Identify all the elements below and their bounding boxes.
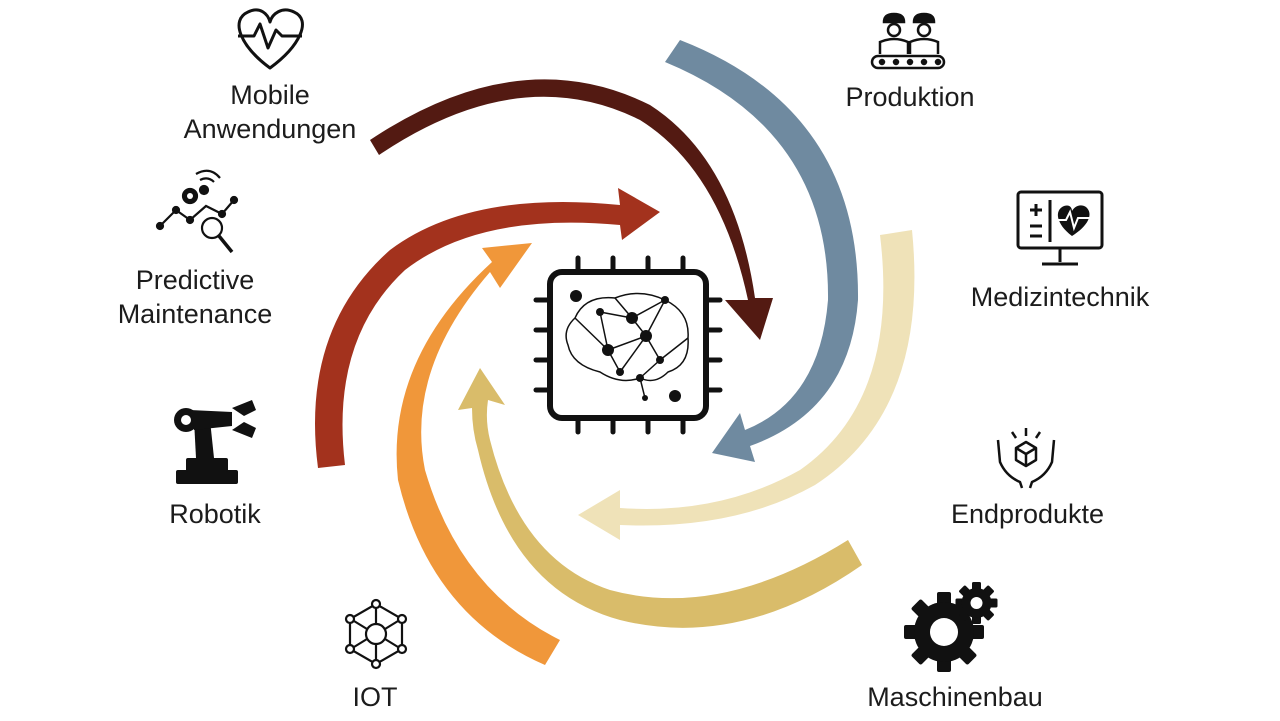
robot-arm-icon [174, 400, 256, 484]
medical-monitor-icon [1016, 190, 1104, 266]
label-iot: IOT [352, 682, 398, 712]
label-medizintechnik: Medizintechnik [970, 282, 1150, 312]
heart-pulse-icon [237, 8, 304, 70]
arrow-iot [396, 243, 560, 665]
gears-icon [904, 582, 998, 672]
label-robotik: Robotik [169, 499, 261, 529]
label-predictive-maintenance: Predictive Maintenance [117, 265, 273, 329]
gear-analytics-icon [155, 169, 239, 254]
ai-chip-brain-icon [533, 255, 723, 435]
factory-workers-conveyor-icon [870, 12, 946, 70]
label-produktion: Produktion [845, 82, 975, 112]
arrow-medizin [578, 230, 915, 540]
label-maschinenbau: Maschinenbau [867, 682, 1043, 712]
label-mobile-anwendungen: Mobile Anwendungen [183, 80, 357, 144]
arrow-predictive [315, 188, 660, 468]
hands-box-icon [996, 428, 1056, 489]
network-hub-icon [344, 598, 408, 670]
arrow-mobile [370, 79, 773, 341]
label-endprodukte: Endprodukte [950, 499, 1105, 529]
arrow-produktion [665, 40, 859, 462]
arrow-maschinenbau [458, 368, 862, 628]
